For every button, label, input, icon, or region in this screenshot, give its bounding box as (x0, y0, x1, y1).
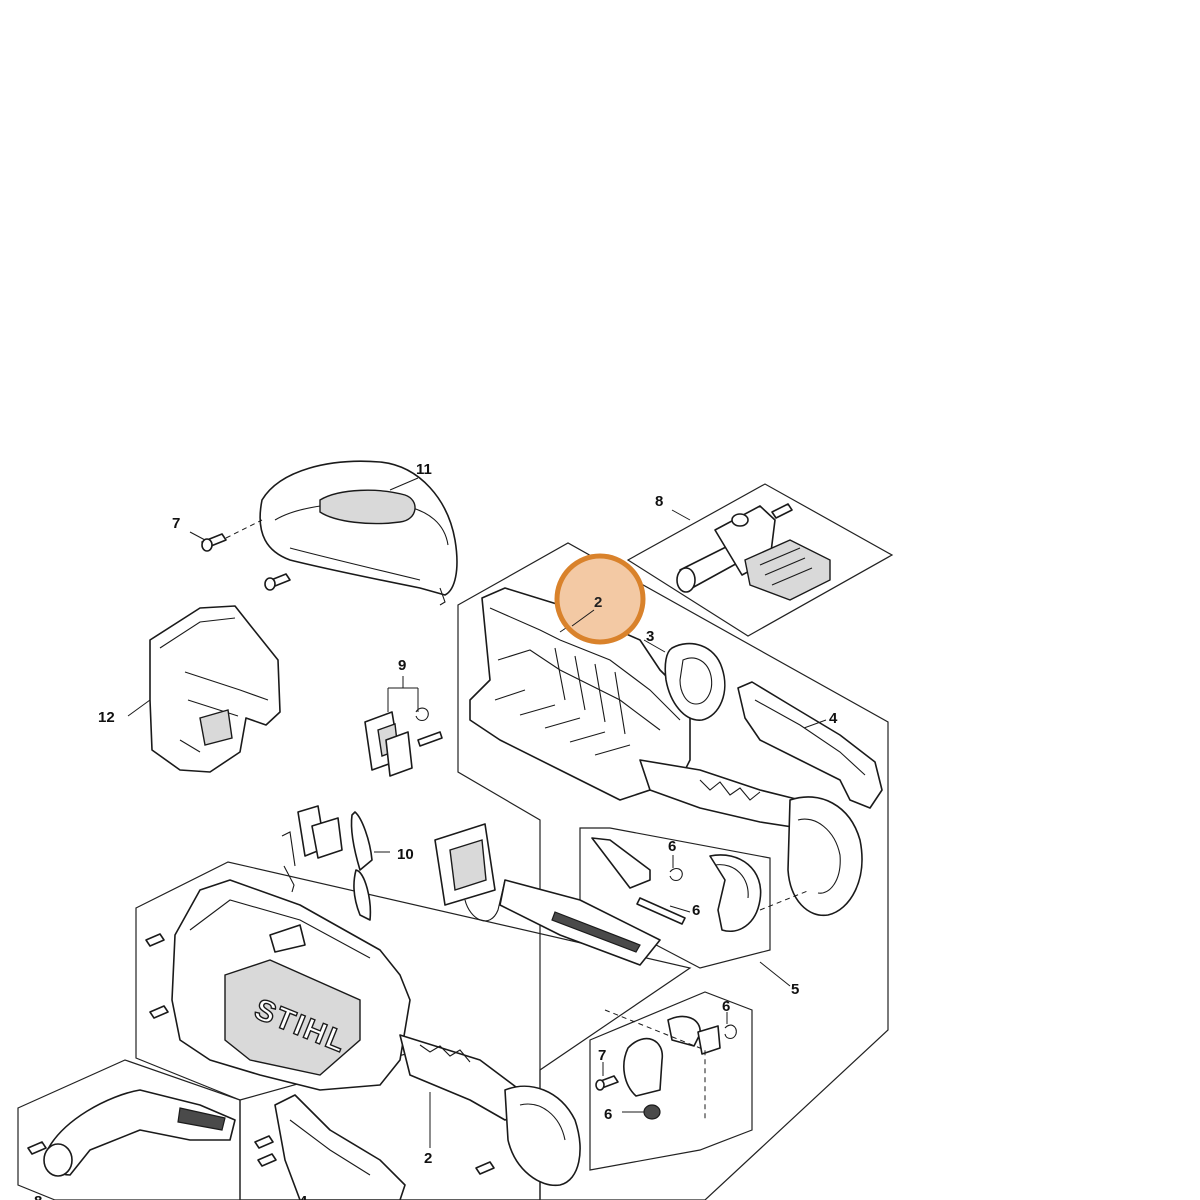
highlight-leader (571, 609, 595, 627)
part-4-strip[interactable] (737, 681, 883, 809)
frame-main-housing (457, 542, 889, 1200)
part-8-handle-bottom[interactable] (43, 1089, 236, 1177)
part-6-latch-upper[interactable] (591, 837, 762, 932)
screw-7-top-b[interactable] (264, 573, 291, 591)
callout-9[interactable]: 9 (398, 657, 406, 674)
highlight-label[interactable]: 2 (594, 594, 602, 611)
callout-4[interactable]: 4 (829, 710, 838, 727)
callout-6a[interactable]: 6 (668, 838, 676, 855)
part-11-cover[interactable] (259, 460, 458, 606)
part-2-housing-top[interactable] (469, 587, 863, 917)
callout-2-bottom[interactable]: 2 (424, 1150, 432, 1167)
callout-11[interactable]: 11 (416, 461, 432, 478)
callout-7-top[interactable]: 7 (172, 515, 180, 532)
part-4-strip-bottom[interactable] (274, 1094, 406, 1200)
callout-6d[interactable]: 6 (604, 1106, 612, 1123)
leader-11 (389, 477, 419, 491)
callout-6b[interactable]: 6 (692, 902, 700, 919)
part-12-battery-cover[interactable] (149, 605, 281, 773)
battery-contact-block[interactable] (434, 823, 506, 922)
highlight-marker-part-2[interactable]: 2 (554, 553, 646, 645)
leader-3 (643, 639, 666, 653)
callout-8-top[interactable]: 8 (655, 493, 663, 510)
leader-8-top (671, 509, 691, 521)
frame-part-6-lower (589, 991, 753, 1171)
leader-7-top (189, 531, 206, 541)
screw-7-bottom[interactable] (595, 1075, 619, 1091)
screw-lower-left-b[interactable] (149, 1005, 169, 1019)
screw-lower-right[interactable] (475, 1161, 495, 1175)
dash-6-lower (604, 1009, 706, 1120)
screw-lower-left-a[interactable] (145, 933, 165, 947)
callout-5[interactable]: 5 (791, 981, 799, 998)
callout-6c[interactable]: 6 (722, 998, 730, 1015)
frame-part-8-bottom (17, 1059, 241, 1200)
callout-7-bottom[interactable]: 7 (598, 1047, 606, 1064)
leader-5 (759, 961, 791, 987)
leader-12 (127, 699, 151, 717)
callout-12[interactable]: 12 (98, 709, 115, 726)
callout-8-bottom[interactable]: 8 (34, 1193, 42, 1200)
frame-part-8-top (626, 483, 894, 637)
screw-lower-mid-a[interactable] (254, 1135, 274, 1149)
leader-4 (803, 719, 827, 729)
dash-7-top (225, 519, 263, 539)
screw-part-8-bottom[interactable] (27, 1141, 47, 1155)
highlight-circle (554, 553, 646, 645)
callout-3[interactable]: 3 (646, 628, 654, 645)
callout-4-bottom[interactable]: 4 (299, 1193, 308, 1200)
leader-9 (387, 676, 419, 712)
callout-10[interactable]: 10 (397, 846, 414, 863)
part-6-lever-lower[interactable] (623, 1015, 737, 1120)
part-10-brackets[interactable] (281, 805, 373, 921)
part-2-housing-bottom[interactable]: STIHL (171, 879, 581, 1187)
part-9-switch[interactable] (364, 707, 443, 777)
part-3-seal[interactable] (664, 642, 726, 721)
frame-lower-housing (135, 861, 692, 1200)
screw-part-8[interactable] (771, 503, 793, 519)
rail-assembly[interactable] (499, 879, 661, 966)
screw-lower-mid-b[interactable] (257, 1153, 277, 1167)
screw-7-top-a[interactable] (201, 533, 227, 552)
leader-6b (669, 905, 691, 913)
part-8-handle-top[interactable] (676, 505, 831, 601)
